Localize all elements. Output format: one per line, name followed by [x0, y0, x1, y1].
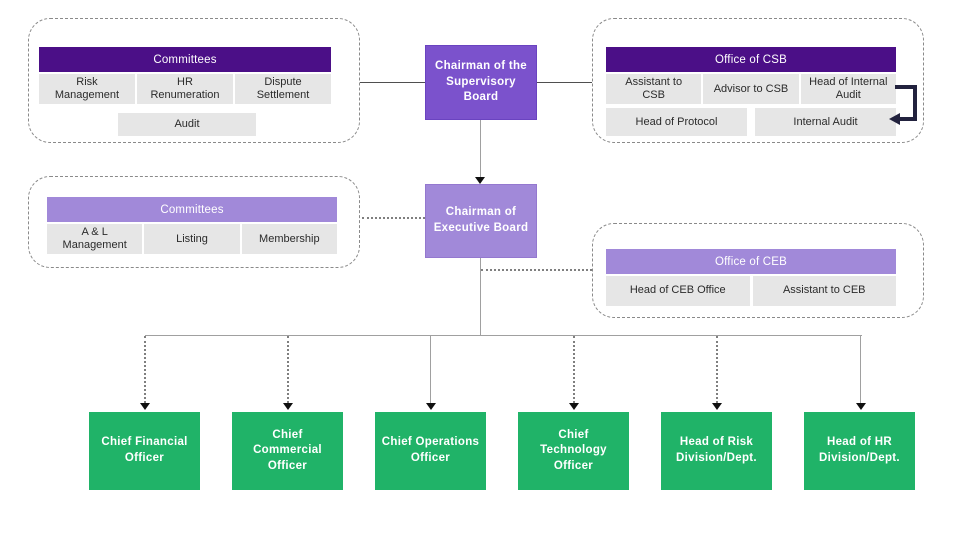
node-supervisory-chairman: Chairman of the Supervisory Board — [425, 45, 537, 120]
supervisory-committees-header: Committees — [39, 47, 331, 72]
connector-bus — [145, 335, 862, 336]
cell-al-management: A & L Management — [47, 224, 143, 255]
office-csb-row1: Assistant to CSB Advisor to CSB Head of … — [606, 74, 896, 105]
drop-cfo — [144, 336, 146, 403]
office-csb-header: Office of CSB — [606, 47, 896, 72]
drop-coo — [430, 336, 431, 403]
connector-eb-to-ceb-office — [481, 269, 592, 271]
supervisory-committees-table: Committees Risk Management HR Renumerati… — [39, 47, 331, 137]
drop-risk — [716, 336, 718, 403]
node-chief-operations-officer: Chief Operations Officer — [375, 412, 486, 490]
drop-hr-arrowhead-icon — [856, 403, 866, 410]
executive-committees-table: Committees A & L Management Listing Memb… — [47, 197, 337, 255]
drop-cco-arrowhead-icon — [283, 403, 293, 410]
node-chief-financial-officer: Chief Financial Officer — [89, 412, 200, 490]
cell-head-internal-audit: Head of Internal Audit — [800, 74, 896, 105]
drop-risk-arrowhead-icon — [712, 403, 722, 410]
audit-arrow-segment-bottom — [899, 117, 917, 121]
connector-eb-to-committees — [362, 217, 425, 219]
connector-sb-to-eb — [480, 120, 481, 178]
supervisory-committees-row: Risk Management HR Renumeration Dispute … — [39, 74, 331, 105]
cell-assistant-to-csb: Assistant to CSB — [606, 74, 702, 105]
audit-arrow-segment-top — [895, 85, 917, 89]
executives-row: Chief Financial Officer Chief Commercial… — [89, 412, 915, 490]
group-executive-committees: Committees A & L Management Listing Memb… — [28, 176, 360, 268]
audit-arrow-segment-right — [913, 85, 917, 121]
cell-internal-audit: Internal Audit — [755, 108, 896, 137]
drop-cfo-arrowhead-icon — [140, 403, 150, 410]
drop-hr — [860, 336, 861, 403]
cell-listing: Listing — [144, 224, 240, 255]
office-ceb-table: Office of CEB Head of CEB Office Assista… — [606, 249, 896, 306]
cell-assistant-to-ceb: Assistant to CEB — [752, 276, 896, 306]
drop-cco — [287, 336, 289, 403]
cell-head-of-protocol: Head of Protocol — [606, 108, 747, 137]
office-ceb-header: Office of CEB — [606, 249, 896, 274]
node-executive-chairman: Chairman of Executive Board — [425, 184, 537, 258]
connector-eb-to-bus — [480, 258, 481, 336]
drop-cto-arrowhead-icon — [569, 403, 579, 410]
node-head-risk-division: Head of Risk Division/Dept. — [661, 412, 772, 490]
cell-advisor-to-csb: Advisor to CSB — [703, 74, 799, 105]
office-csb-row2: Head of Protocol Internal Audit — [606, 108, 896, 137]
cell-hr-renumeration: HR Renumeration — [137, 74, 233, 105]
cell-membership: Membership — [241, 224, 337, 255]
drop-cto — [573, 336, 575, 403]
audit-arrowhead-icon — [889, 112, 900, 125]
connector-sb-to-committees — [360, 82, 425, 83]
cell-risk-management: Risk Management — [39, 74, 135, 105]
group-supervisory-committees: Committees Risk Management HR Renumerati… — [28, 18, 360, 143]
executive-committees-row: A & L Management Listing Membership — [47, 224, 337, 255]
cell-audit: Audit — [118, 113, 256, 137]
sb-to-eb-arrowhead-icon — [475, 177, 485, 184]
cell-head-of-ceb-office: Head of CEB Office — [606, 276, 750, 306]
group-office-csb: Office of CSB Assistant to CSB Advisor t… — [592, 18, 924, 143]
supervisory-committees-row2: Audit — [118, 113, 256, 137]
drop-coo-arrowhead-icon — [426, 403, 436, 410]
node-head-hr-division: Head of HR Division/Dept. — [804, 412, 915, 490]
node-chief-commercial-officer: Chief Commercial Officer — [232, 412, 343, 490]
office-csb-table: Office of CSB Assistant to CSB Advisor t… — [606, 47, 896, 137]
connector-sb-to-csb-office — [537, 82, 592, 83]
cell-dispute-settlement: Dispute Settlement — [235, 74, 331, 105]
node-chief-technology-officer: Chief Technology Officer — [518, 412, 629, 490]
group-office-ceb: Office of CEB Head of CEB Office Assista… — [592, 223, 924, 318]
executive-committees-header: Committees — [47, 197, 337, 222]
office-ceb-row: Head of CEB Office Assistant to CEB — [606, 276, 896, 306]
